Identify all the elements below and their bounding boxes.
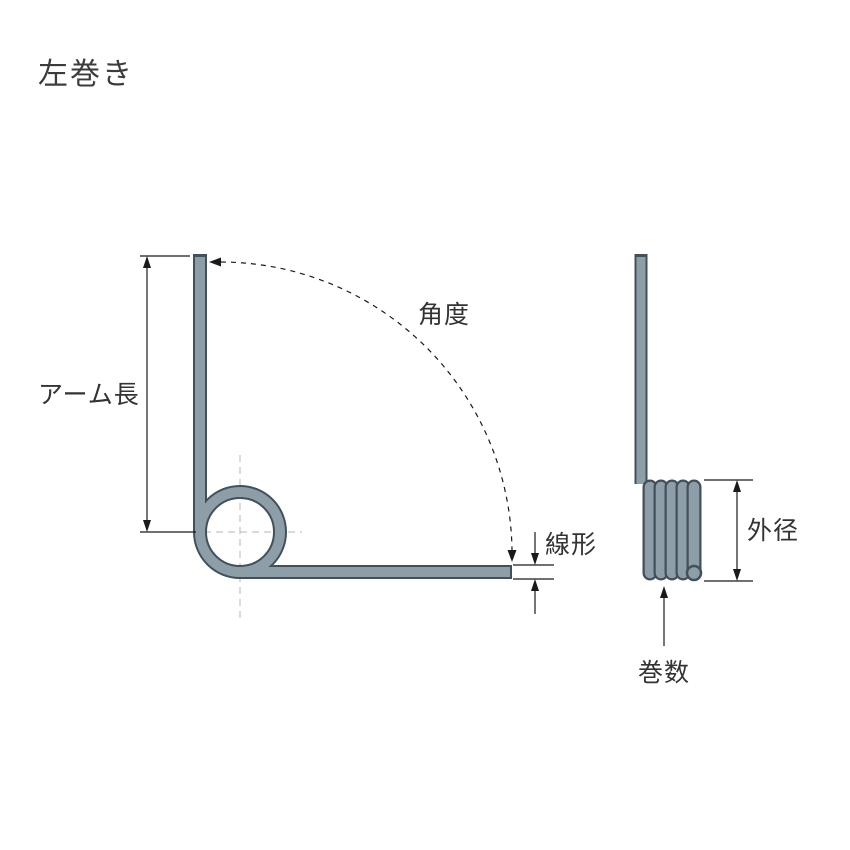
arm-length-dimension: アーム長 <box>38 255 196 533</box>
outer-diameter-dimension: 外径 <box>704 479 799 582</box>
arrow-down-icon <box>143 520 151 532</box>
coil-turns <box>642 479 702 581</box>
angle-dimension: 角度 <box>209 257 517 562</box>
arrow-up-icon <box>531 579 539 591</box>
arm-length-label: アーム長 <box>38 381 140 409</box>
outer-diameter-label: 外径 <box>747 517 799 545</box>
arrow-down-icon <box>531 553 539 565</box>
coil-count-pointer: 巻数 <box>638 586 690 687</box>
side-view: 外径 巻数 <box>634 254 799 687</box>
front-view: アーム長 角度 線形 <box>38 254 597 618</box>
coil-count-label: 巻数 <box>638 659 690 687</box>
arrow-down-icon <box>507 550 517 562</box>
wire-end-cross-section <box>685 564 703 582</box>
wire-diameter-dimension: 線形 <box>513 531 597 614</box>
wire-diameter-label: 線形 <box>545 531 597 559</box>
arrow-up-icon <box>660 586 668 598</box>
arrow-up-icon <box>143 256 151 268</box>
arrow-up-icon <box>733 480 741 492</box>
arrow-left-icon <box>209 257 221 267</box>
arrow-down-icon <box>733 569 741 581</box>
angle-label: 角度 <box>418 301 470 329</box>
spring-body-layer <box>195 257 510 577</box>
page-title: 左巻き <box>38 58 134 91</box>
